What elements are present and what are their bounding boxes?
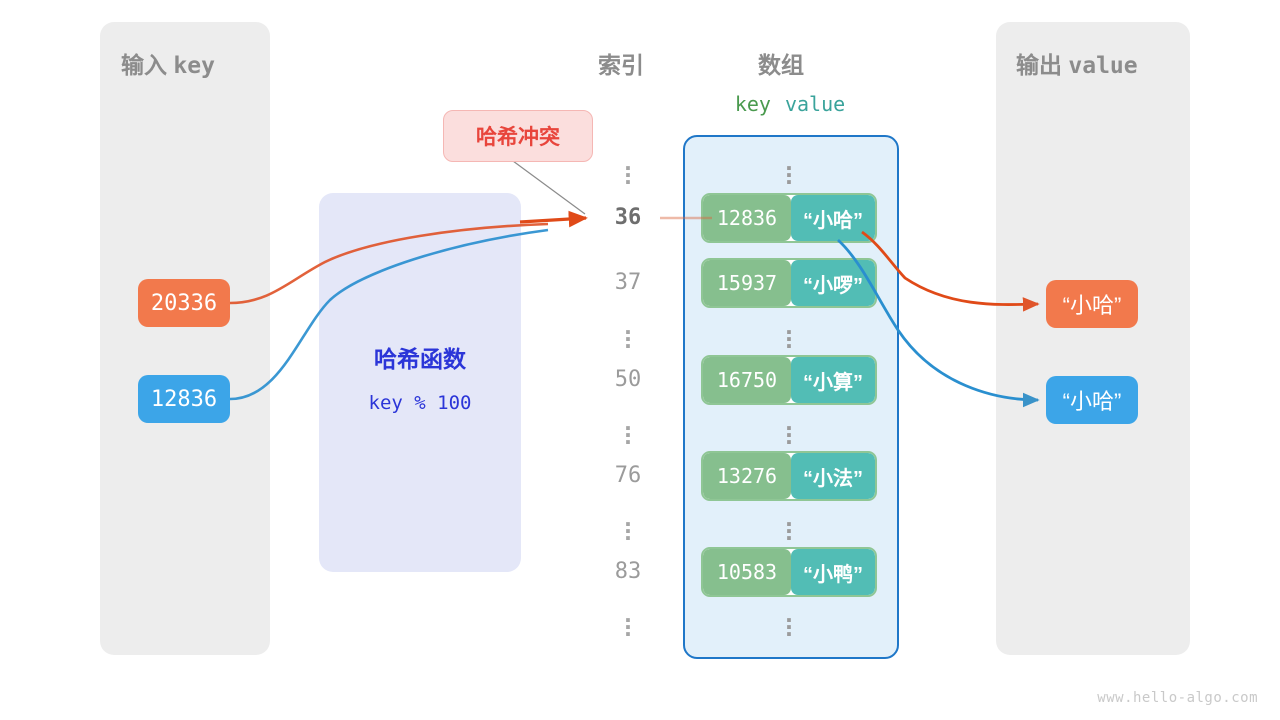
bucket-key-83: 10583: [703, 549, 791, 595]
wire-to-index-36: [519, 210, 588, 228]
index-label-36: 36: [614, 205, 642, 230]
output-panel-title: 输出 value: [1016, 46, 1138, 80]
bucket-value-76: “小法”: [791, 453, 875, 499]
bucket-value-83: “小鸭”: [791, 549, 875, 595]
index-label-76: 76: [614, 463, 642, 488]
index-label-83: 83: [614, 559, 642, 584]
input-panel-title: 输入 key: [121, 46, 215, 80]
input-panel: [100, 22, 270, 655]
index-label-37: 37: [614, 270, 642, 295]
output-value-1-label: “小哈”: [1062, 389, 1122, 414]
hash-function-formula: key % 100: [368, 392, 472, 414]
output-panel: [996, 22, 1190, 655]
bucket-key-76: 13276: [703, 453, 791, 499]
bucket-value-50: “小算”: [791, 357, 875, 403]
index-ellipsis-4: ...: [624, 598, 632, 642]
index-ellipsis-1: ...: [624, 310, 632, 354]
collision-leader-line: [512, 160, 586, 215]
input-panel-title-cn: 输入: [121, 52, 167, 78]
input-key-0: 20336: [138, 279, 230, 327]
bucket-ellipsis-1: ...: [785, 310, 793, 354]
bucket-cell-37: 15937 “小啰”: [701, 258, 877, 308]
bucket-cell-50: 16750 “小算”: [701, 355, 877, 405]
key-header-label: key: [734, 92, 771, 116]
hash-collision-label: 哈希冲突: [476, 126, 560, 149]
output-value-0: “小哈”: [1046, 280, 1138, 328]
output-value-1: “小哈”: [1046, 376, 1138, 424]
bucket-value-36: “小哈”: [791, 195, 875, 241]
input-key-1-label: 12836: [150, 386, 218, 412]
bucket-ellipsis-3: ...: [785, 502, 793, 546]
watermark: www.hello-algo.com: [1097, 690, 1258, 706]
input-key-0-label: 20336: [150, 290, 218, 316]
bucket-cell-83: 10583 “小鸭”: [701, 547, 877, 597]
index-column-caption: 索引: [598, 52, 644, 78]
index-ellipsis-0: ...: [624, 146, 632, 190]
bucket-ellipsis-2: ...: [785, 406, 793, 450]
index-label-50: 50: [614, 367, 642, 392]
bucket-cell-36: 12836 “小哈”: [701, 193, 877, 243]
output-panel-title-cn: 输出: [1016, 52, 1062, 78]
bucket-key-36: 12836: [703, 195, 791, 241]
index-ellipsis-3: ...: [624, 502, 632, 546]
index-ellipsis-2: ...: [624, 406, 632, 450]
bucket-cell-76: 13276 “小法”: [701, 451, 877, 501]
input-key-1: 12836: [138, 375, 230, 423]
kv-header: key value: [684, 92, 896, 116]
value-header-label: value: [784, 92, 846, 116]
array-column-caption: 数组: [758, 52, 804, 78]
output-value-0-label: “小哈”: [1062, 293, 1122, 318]
bucket-key-50: 16750: [703, 357, 791, 403]
bucket-ellipsis-0: ...: [785, 146, 793, 190]
output-panel-title-mono: value: [1068, 53, 1138, 79]
hash-function-name: 哈希函数: [374, 346, 466, 372]
bucket-key-37: 15937: [703, 260, 791, 306]
input-panel-title-mono: key: [173, 53, 215, 79]
hash-collision-badge: 哈希冲突: [443, 110, 593, 162]
hash-function-box: [319, 193, 521, 572]
bucket-ellipsis-4: ...: [785, 598, 793, 642]
bucket-value-37: “小啰”: [791, 260, 875, 306]
